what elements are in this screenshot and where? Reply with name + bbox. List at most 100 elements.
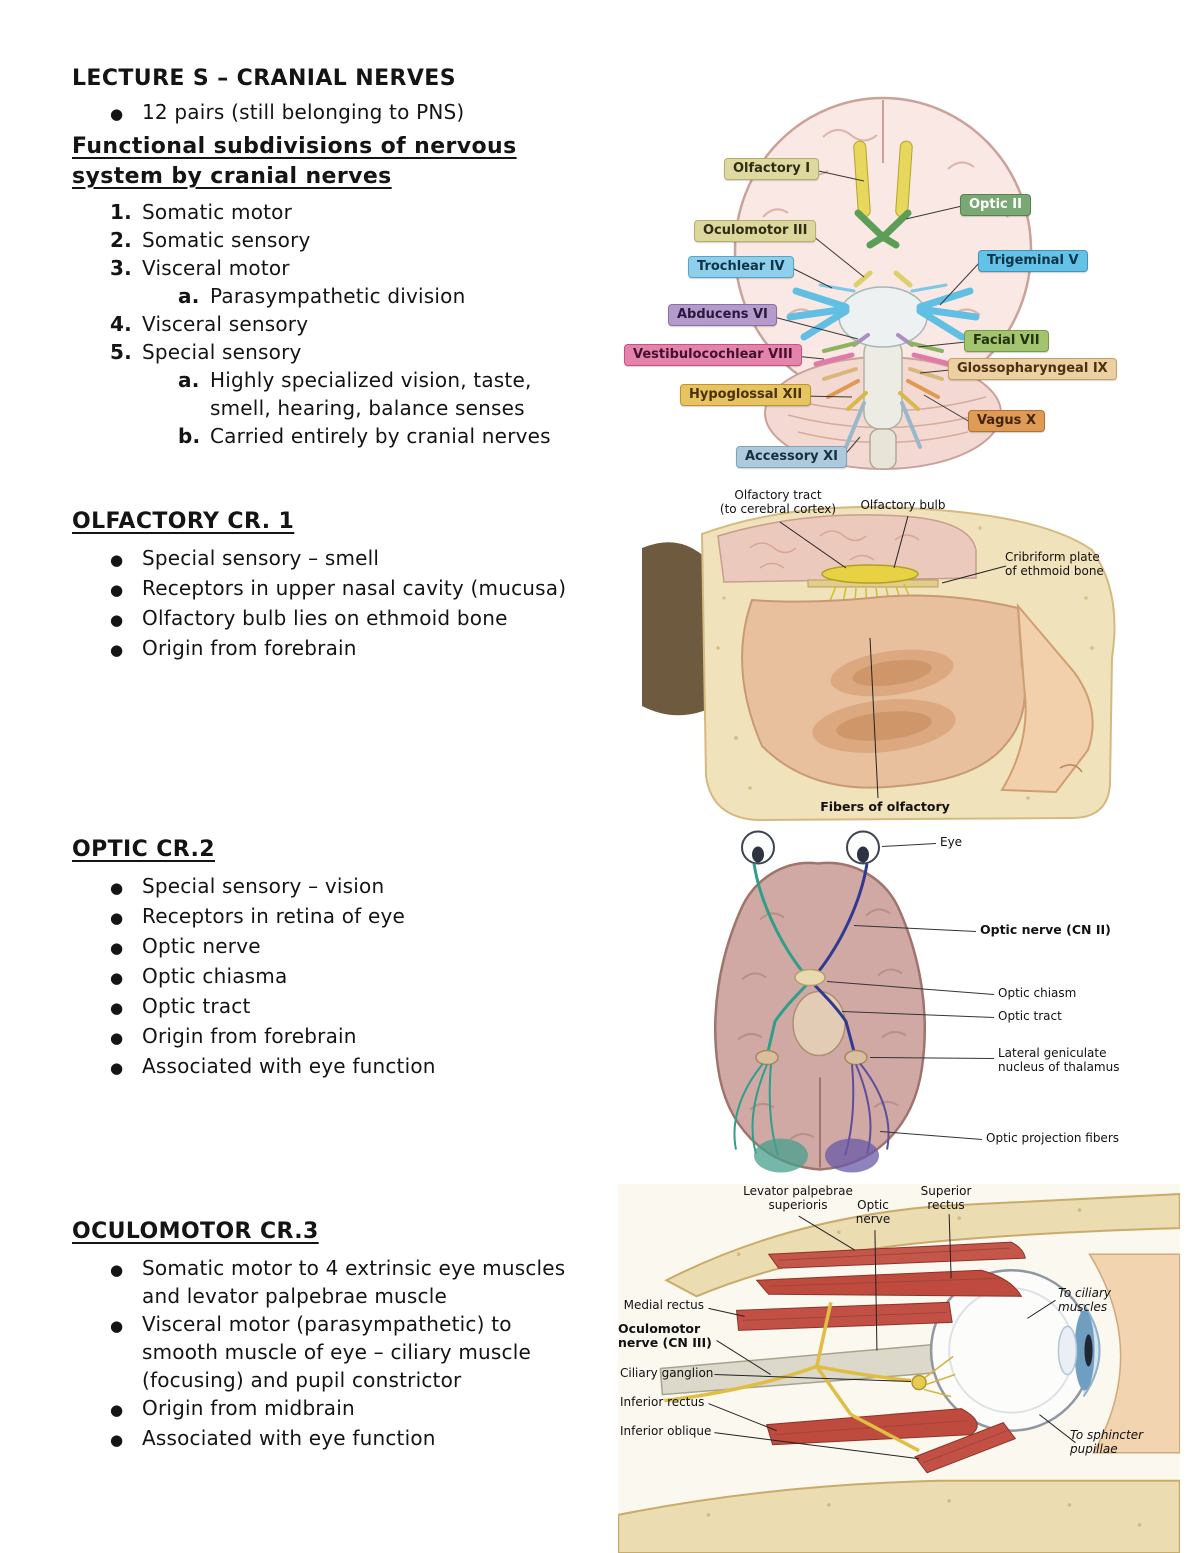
label-medial-rectus: Medial rectus: [623, 1298, 704, 1312]
list-item-text: Optic nerve: [142, 934, 261, 958]
list-item: ● Associated with eye function: [110, 1052, 672, 1082]
list-item-text: Somatic motor: [142, 200, 293, 224]
nerve-label-vestibulocochlear: Vestibulocochlear VIII: [624, 344, 802, 366]
nerve-label-abducens: Abducens VI: [668, 304, 777, 326]
list-item: ●Optic nerve: [110, 932, 672, 962]
bullet-icon: ●: [110, 551, 124, 569]
label-leader-lines: [826, 843, 995, 1140]
list-item-marker: 2.: [110, 228, 132, 252]
eyelid-skin: [1088, 1253, 1180, 1454]
nostril-line: [1059, 764, 1083, 773]
bullet-icon: ●: [110, 1431, 124, 1449]
pupil: [1084, 1334, 1093, 1367]
figure-cranial-nerves: Olfactory I Optic II Oculomotor III Troc…: [618, 84, 1178, 496]
list-item-text: Optic tract: [142, 994, 251, 1018]
label-inferior-oblique: Inferior oblique: [620, 1424, 712, 1438]
page-title: LECTURE S – CRANIAL NERVES: [72, 66, 456, 91]
label-lateral-geniculate: Lateral geniculate nucleus of thalamus: [998, 1046, 1120, 1074]
bullet-icon: ●: [110, 611, 124, 629]
nerve-label-glossopharyngeal: Glossopharyngeal IX: [948, 358, 1117, 380]
label-olfactory-bulb: Olfactory bulb: [860, 498, 946, 512]
label-projection-fibers: Optic projection fibers: [986, 1131, 1120, 1145]
label-olfactory-tract: Olfactory tract (to cerebral cortex): [719, 488, 837, 516]
list-item-text: Origin from forebrain: [142, 636, 357, 660]
short-ciliary-nerves: [923, 1355, 956, 1398]
bullet-icon: ●: [110, 105, 124, 123]
list-item-text: Somatic motor to 4 extrinsic eye muscles…: [142, 1256, 566, 1308]
eye-muscles-illustration: [618, 1184, 1180, 1553]
list-item-text: Highly specialized vision, taste, smell,…: [210, 368, 532, 420]
bullet-icon: ●: [110, 1059, 124, 1077]
list-item: ●Optic chiasma: [110, 962, 672, 992]
lens: [1057, 1325, 1078, 1376]
optic-pathway-illustration: [713, 830, 995, 1173]
list-item-text: Associated with eye function: [142, 1426, 436, 1450]
list-item: ● Associated with eye function: [110, 1424, 632, 1454]
list-item: ●Receptors in retina of eye: [110, 902, 672, 932]
bullet-icon: ●: [110, 969, 124, 987]
bullet-icon: ●: [110, 909, 124, 927]
nerve-label-trigeminal: Trigeminal V: [978, 250, 1088, 272]
subheading-functional-subdivisions: Functional subdivisions of nervous syste…: [72, 134, 517, 189]
bullet-icon: ●: [110, 1401, 124, 1419]
list-item-marker: a.: [178, 368, 200, 392]
label-leader-lines: [769, 169, 981, 459]
ciliary-ganglion: [911, 1374, 927, 1391]
nerve-label-olfactory: Olfactory I: [724, 158, 820, 180]
brain-gyri: [737, 908, 907, 1141]
bullet-list: ● Special sensory – vision ●Receptors in …: [72, 872, 672, 1082]
label-superior-rectus: Superior rectus: [920, 1184, 972, 1212]
list-item-marker: 5.: [110, 340, 132, 364]
optic-chiasm: [794, 968, 826, 987]
list-item-text: Parasympathetic division: [210, 284, 466, 308]
bullet-icon: ●: [110, 581, 124, 599]
list-item: ●Origin from forebrain: [110, 1022, 672, 1052]
nerve-label-hypoglossal: Hypoglossal XII: [680, 384, 812, 406]
list-item-text: Olfactory bulb lies on ethmoid bone: [142, 606, 508, 630]
olfactory-bulb: [821, 564, 919, 584]
nerve-label-vagus: Vagus X: [968, 410, 1045, 432]
label-to-ciliary-muscles: To ciliary muscles: [1058, 1286, 1111, 1314]
cranial-nerves-illustration: [733, 96, 1033, 470]
list-item: 2.Somatic sensory: [110, 226, 632, 254]
label-ciliary-ganglion: Ciliary ganglion: [620, 1366, 714, 1380]
list-item-text: Carried entirely by cranial nerves: [210, 424, 551, 448]
brain-gyri: [749, 530, 920, 569]
frontal-lobe: [717, 514, 977, 583]
muscle-striations: [742, 1247, 1010, 1464]
label-optic-nerve: Optic nerve: [855, 1198, 891, 1226]
bullet-icon: ●: [110, 1317, 124, 1335]
label-levator-palpebrae: Levator palpebrae superioris: [743, 1184, 853, 1212]
list-item-text: Receptors in upper nasal cavity (mucusa): [142, 576, 567, 600]
list-item: ● Special sensory – smell: [110, 544, 672, 574]
lateral-geniculate-right: [844, 1049, 868, 1066]
figure-eye-muscles: Levator palpebrae superioris Optic nerve…: [618, 1184, 1180, 1553]
section-lecture: LECTURE S – CRANIAL NERVES ● 12 pairs (s…: [72, 64, 632, 450]
nerve-label-optic: Optic II: [960, 194, 1031, 216]
list-item: ●Somatic motor to 4 extrinsic eye muscle…: [110, 1254, 632, 1310]
midbrain: [792, 990, 846, 1057]
label-optic-chiasm: Optic chiasm: [998, 986, 1077, 1000]
label-leader-lines: [779, 515, 1007, 799]
bullet-icon: ●: [110, 879, 124, 897]
figure-olfactory-nerve: Olfactory tract (to cerebral cortex) Olf…: [640, 486, 1140, 830]
iris: [1074, 1310, 1095, 1391]
list-item: 1.Somatic motor: [110, 198, 632, 226]
bullet-icon: ●: [110, 999, 124, 1017]
list-item-text: Associated with eye function: [142, 1054, 436, 1078]
numbered-list: 1.Somatic motor 2.Somatic sensory 3. Visc…: [72, 198, 632, 450]
list-item-text: Special sensory – smell: [142, 546, 380, 570]
nose-profile: [1000, 603, 1094, 794]
orbit-bone-bottom: [618, 1479, 1180, 1553]
nerve-label-accessory: Accessory XI: [736, 446, 847, 468]
list-item-text: Special sensory – vision: [142, 874, 385, 898]
figure-optic-pathway: Eye Optic nerve (CN II) Optic chiasm Opt…: [630, 818, 1160, 1186]
list-item-marker: 3.: [110, 256, 132, 280]
section-heading: OCULOMOTOR CR.3: [72, 1219, 319, 1244]
oculomotor-nerve-branches: [664, 1301, 920, 1453]
lateral-geniculate-left: [755, 1049, 779, 1066]
list-item-text: Visceral motor: [142, 256, 290, 280]
bullet-icon: ●: [110, 641, 124, 659]
list-item: ● Special sensory – vision: [110, 872, 672, 902]
list-item-marker: b.: [178, 424, 201, 448]
